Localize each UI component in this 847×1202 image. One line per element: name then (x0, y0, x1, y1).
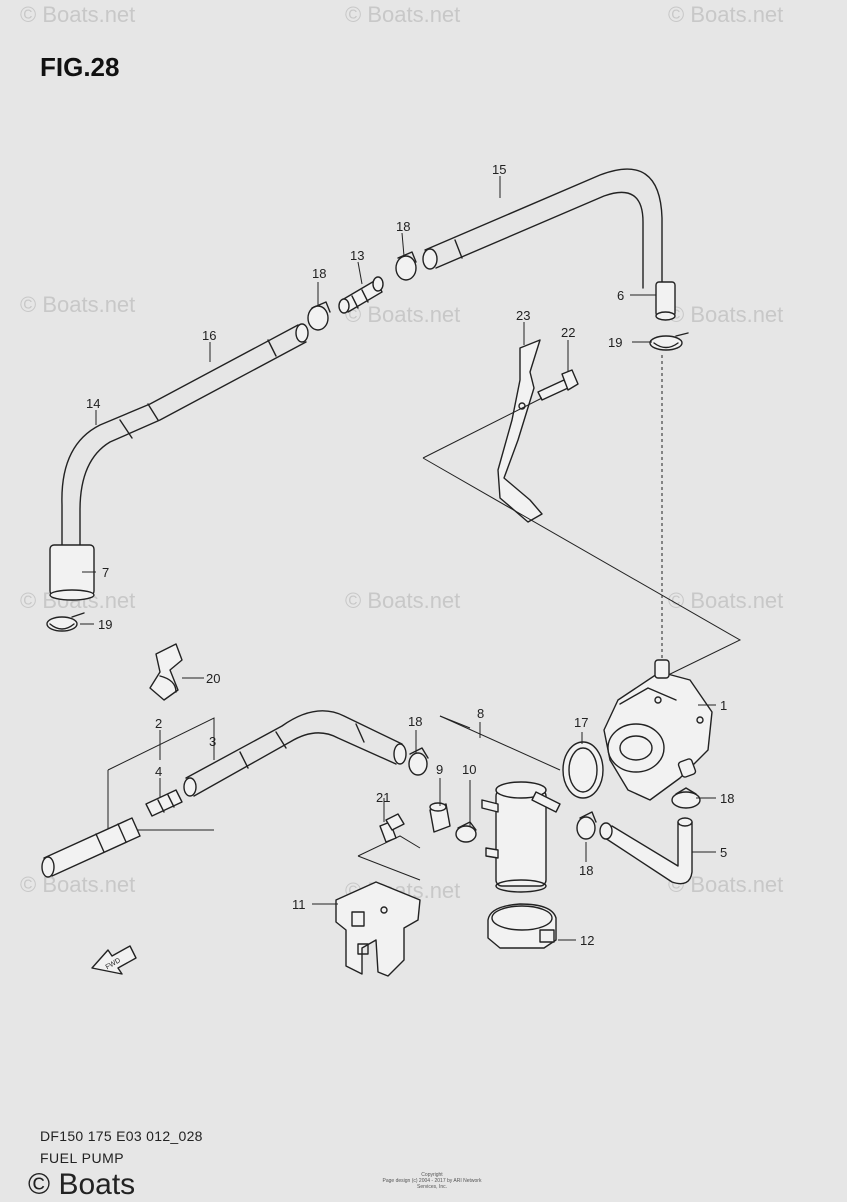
callout-label: 18 (312, 266, 326, 281)
part-5-hose (599, 817, 693, 885)
callout-label: 14 (86, 396, 100, 411)
callout-label: 4 (155, 764, 162, 779)
diagram-guide-lines (107, 355, 742, 881)
callout-label: 18 (408, 714, 422, 729)
figure-title: FIG.28 (40, 52, 120, 82)
part-12-filter-clamp (487, 903, 557, 949)
callout-label: 6 (617, 288, 624, 303)
callout-labels: 1 2 3 4 5 6 7 8 9 10 11 12 13 14 15 16 1… (86, 162, 734, 948)
callout-label: 8 (477, 706, 484, 721)
part-19-clamp (649, 332, 689, 351)
part-18-clamp (576, 811, 597, 840)
callout-label: 1 (720, 698, 727, 713)
watermark-layer: © Boats.net © Boats.net © Boats.net © Bo… (20, 2, 783, 903)
part-19-clamp (46, 612, 85, 632)
part-3-hose (183, 710, 407, 797)
part-15-hose (422, 168, 676, 321)
part-10-clamp (455, 821, 477, 843)
fwd-arrow-icon: FWD (91, 945, 137, 975)
watermark: © Boats.net (668, 588, 783, 613)
copyright-line: Page design (c) 2004 - 2017 by ARI Netwo… (382, 1178, 482, 1190)
part-18-clamp (395, 251, 417, 281)
assembly-name: FUEL PUMP (40, 1150, 125, 1166)
part-2-hose (41, 817, 141, 878)
watermark: © Boats.net (345, 588, 460, 613)
corner-watermark: © Boats (28, 1168, 136, 1201)
callout-label: 23 (516, 308, 530, 323)
callout-label: 18 (720, 791, 734, 806)
copyright-notice: Copyright Page design (c) 2004 - 2017 by… (372, 1172, 492, 1190)
callout-label: 13 (350, 248, 364, 263)
callout-label: 7 (102, 565, 109, 580)
part-22-bolt (537, 369, 579, 401)
watermark: © Boats.net (345, 302, 460, 327)
callout-label: 19 (98, 617, 112, 632)
copyright-heading: Copyright (421, 1172, 443, 1178)
callout-label: 16 (202, 328, 216, 343)
part-23-bracket (497, 339, 543, 523)
part-9-hose (429, 802, 451, 833)
part-18-clamp (307, 301, 331, 331)
callout-label: 21 (376, 790, 390, 805)
part-21-bolt (379, 813, 405, 843)
callout-label: 22 (561, 325, 575, 340)
model-code: DF150 175 E03 012_028 (40, 1128, 203, 1144)
callout-label: 9 (436, 762, 443, 777)
part-16-hose (49, 323, 309, 601)
part-11-bracket (335, 881, 421, 977)
callout-leaders (80, 176, 716, 941)
callout-label: 18 (579, 863, 593, 878)
callout-label: 12 (580, 933, 594, 948)
callout-label: 11 (292, 897, 306, 912)
part-13-connector (338, 276, 384, 314)
callout-label: 20 (206, 671, 220, 686)
callout-label: 19 (608, 335, 622, 350)
watermark: © Boats.net (668, 2, 783, 27)
callout-label: 2 (155, 716, 162, 731)
callout-label: 17 (574, 715, 588, 730)
watermark: © Boats.net (345, 2, 460, 27)
part-8-fuel-filter (481, 781, 561, 893)
watermark: © Boats.net (20, 2, 135, 27)
part-4-connector (145, 789, 183, 817)
callout-label: 15 (492, 162, 506, 177)
callout-label: 5 (720, 845, 727, 860)
watermark: © Boats.net (20, 872, 135, 897)
callout-label: 18 (396, 219, 410, 234)
part-1-fuel-pump (603, 659, 713, 801)
callout-label: 10 (462, 762, 476, 777)
callout-label: 3 (209, 734, 216, 749)
part-18-clamp (408, 747, 429, 776)
part-20-clip (149, 643, 183, 701)
part-17-o-ring (562, 741, 604, 799)
watermark: © Boats.net (20, 292, 135, 317)
watermark: © Boats.net (668, 302, 783, 327)
part-18-clamp (671, 787, 701, 809)
